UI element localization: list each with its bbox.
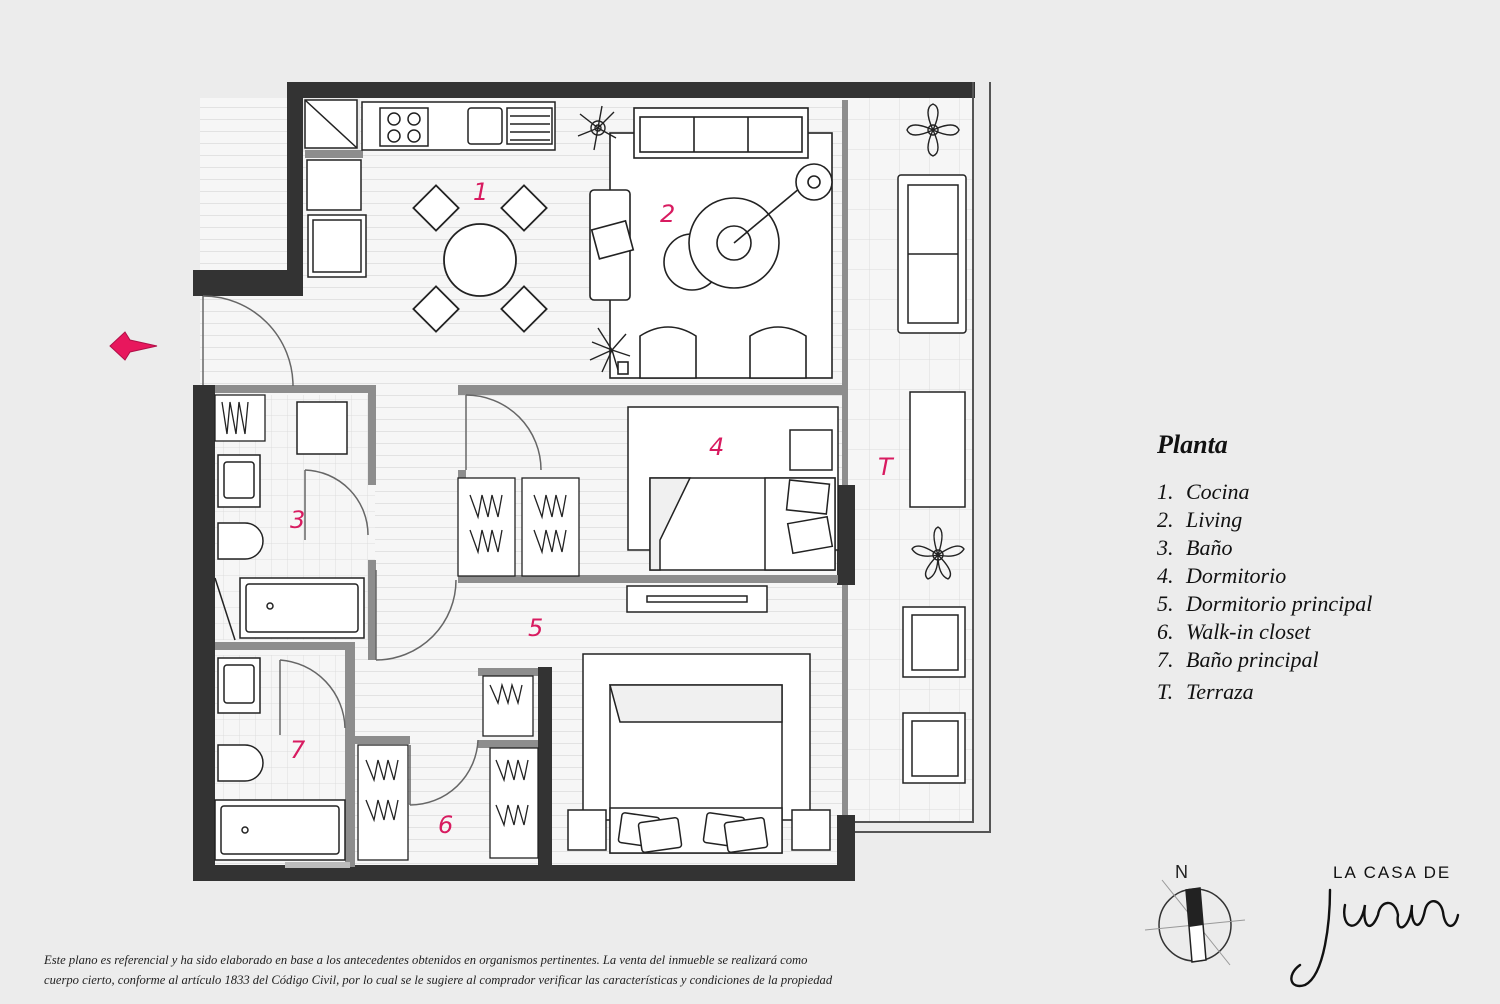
legend-title: Planta bbox=[1157, 430, 1228, 459]
legend-item: 2. Living bbox=[1157, 506, 1372, 534]
nightstand-right bbox=[791, 809, 831, 851]
disclaimer: Este plano es referencial y ha sido elab… bbox=[44, 950, 1104, 990]
cooktop bbox=[379, 107, 429, 147]
master-bedroom bbox=[567, 653, 831, 854]
legend-key: 1. bbox=[1157, 479, 1174, 504]
master-bathroom bbox=[214, 657, 346, 861]
legend-item: T. Terraza bbox=[1157, 678, 1372, 706]
room-label-1: 1 bbox=[473, 178, 488, 206]
legend-item: 6. Walk-in closet bbox=[1157, 618, 1372, 646]
terrace-furniture bbox=[897, 174, 967, 784]
logo-script bbox=[1290, 888, 1460, 988]
dining-table bbox=[412, 184, 548, 333]
legend-label: Baño principal bbox=[1186, 647, 1319, 672]
legend-label: Dormitorio principal bbox=[1186, 591, 1373, 616]
legend-key: 5. bbox=[1157, 591, 1174, 616]
armchair-1 bbox=[639, 326, 697, 379]
room-label-2: 2 bbox=[660, 200, 675, 228]
legend-label: Dormitorio bbox=[1186, 563, 1287, 588]
nightstand bbox=[789, 429, 833, 471]
room-label-7: 7 bbox=[290, 736, 306, 764]
entry-arrow-icon bbox=[109, 331, 158, 361]
legend-label: Baño bbox=[1186, 535, 1233, 560]
room-label-5: 5 bbox=[528, 614, 543, 642]
legend-label: Walk-in closet bbox=[1186, 619, 1311, 644]
counter-2 bbox=[306, 159, 362, 211]
legend-label: Cocina bbox=[1186, 479, 1250, 504]
legend-key: 7. bbox=[1157, 647, 1174, 672]
bathroom bbox=[214, 401, 365, 641]
kitchen bbox=[304, 99, 556, 278]
legend-list: 1. Cocina 2. Living 3. Baño 4. Dormitorio 5.… bbox=[1157, 478, 1372, 706]
legend-label: Living bbox=[1186, 507, 1243, 532]
compass-north-label: N bbox=[1175, 862, 1188, 882]
legend-item: 4. Dormitorio bbox=[1157, 562, 1372, 590]
legend: Planta 1. Cocina 2. Living 3. Baño 4. Dormit… bbox=[1157, 430, 1372, 706]
legend-item: 5. Dormitorio principal bbox=[1157, 590, 1372, 618]
compass-icon: N bbox=[1144, 862, 1246, 966]
legend-label: Terraza bbox=[1186, 679, 1254, 704]
logo-text: LA CASA DE bbox=[1333, 863, 1452, 882]
legend-key: 3. bbox=[1157, 535, 1174, 560]
bedroom bbox=[626, 406, 839, 613]
doors bbox=[202, 295, 542, 806]
legend-key: T. bbox=[1157, 679, 1174, 704]
room-label-4: 4 bbox=[709, 433, 724, 461]
legend-key: 4. bbox=[1157, 563, 1174, 588]
room-label-terrace: T bbox=[878, 453, 895, 481]
legend-item: 1. Cocina bbox=[1157, 478, 1372, 506]
disclaimer-line-1: Este plano es referencial y ha sido elab… bbox=[44, 953, 808, 967]
terrace-railing bbox=[855, 82, 991, 833]
exterior-walls bbox=[193, 82, 975, 881]
legend-item: 3. Baño bbox=[1157, 534, 1372, 562]
room-label-3: 3 bbox=[290, 506, 305, 534]
legend-item: 7. Baño principal bbox=[1157, 646, 1372, 674]
legend-key: 2. bbox=[1157, 507, 1174, 532]
armchair-2 bbox=[749, 326, 807, 379]
sink bbox=[467, 107, 503, 145]
legend-key: 6. bbox=[1157, 619, 1174, 644]
closets bbox=[214, 394, 580, 861]
living-area bbox=[589, 107, 833, 379]
drainboard bbox=[506, 107, 553, 145]
nightstand-left bbox=[567, 809, 607, 851]
disclaimer-line-2: cuerpo cierto, conforme al artículo 1833… bbox=[44, 973, 833, 987]
room-label-6: 6 bbox=[438, 811, 453, 839]
